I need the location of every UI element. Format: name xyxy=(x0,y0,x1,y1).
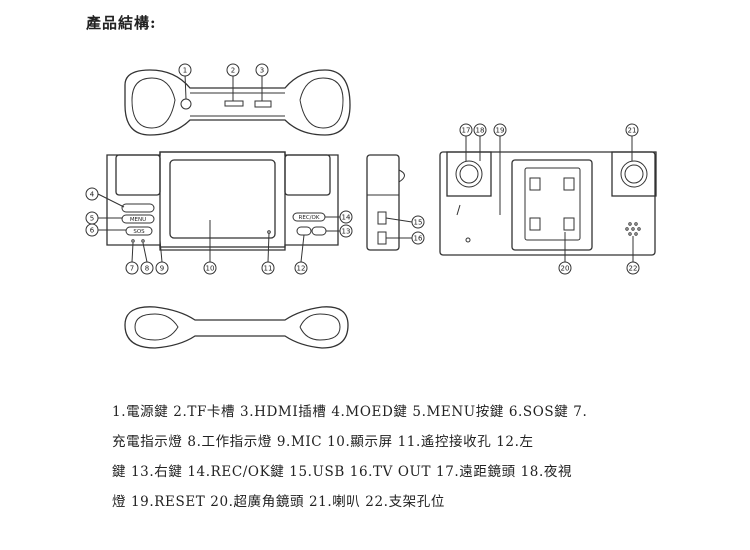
svg-text:10: 10 xyxy=(206,265,215,273)
callout-20: 20 xyxy=(558,261,572,275)
svg-text:14: 14 xyxy=(342,214,351,222)
rec-ok-button-label: REC/OK xyxy=(299,215,320,221)
callout-19: 19 xyxy=(493,123,507,137)
svg-text:19: 19 xyxy=(496,127,505,135)
callout-10: 10 xyxy=(203,261,217,275)
svg-text:11: 11 xyxy=(264,265,273,273)
svg-text:20: 20 xyxy=(561,265,570,273)
callout-2: 2 xyxy=(226,63,240,77)
callout-7: 7 xyxy=(125,261,139,275)
display-screen xyxy=(169,159,276,239)
svg-text:3: 3 xyxy=(260,67,264,75)
svg-text:13: 13 xyxy=(342,228,351,236)
legend-line: 1.電源鍵 2.TF卡槽 3.HDMI插槽 4.MOED鍵 5.MENU按鍵 6… xyxy=(112,397,652,427)
bottom-view xyxy=(124,306,349,349)
callout-17: 17 xyxy=(459,123,473,137)
usb-port xyxy=(377,211,387,225)
tf-slot-top xyxy=(224,100,244,107)
tv-out-port xyxy=(377,231,387,245)
callout-1: 1 xyxy=(178,63,192,77)
callout-4: 4 xyxy=(85,187,99,201)
callout-13: 13 xyxy=(339,224,353,238)
page-title: 產品結構: xyxy=(86,14,157,32)
legend-text: 充電指示燈 8.工作指示燈 9.MIC 10.顯示屏 11.遙控接收孔 12.左 xyxy=(112,434,534,450)
legend-line: 充電指示燈 8.工作指示燈 9.MIC 10.顯示屏 11.遙控接收孔 12.左 xyxy=(112,427,652,457)
callout-15: 15 xyxy=(411,215,425,229)
legend-line: 鍵 13.右鍵 14.REC/OK鍵 15.USB 16.TV OUT 17.遠… xyxy=(112,457,652,487)
svg-text:4: 4 xyxy=(90,191,95,199)
sos-button-label: SOS xyxy=(133,229,145,235)
svg-text:5: 5 xyxy=(90,215,94,223)
product-structure-diagram: MENU SOS REC/OK xyxy=(85,63,657,349)
callout-5: 5 xyxy=(85,211,99,225)
back-view xyxy=(439,136,657,262)
callout-6: 6 xyxy=(85,223,99,237)
parts-legend: 1.電源鍵 2.TF卡槽 3.HDMI插槽 4.MOED鍵 5.MENU按鍵 6… xyxy=(112,397,652,517)
sos-button xyxy=(125,226,153,236)
callout-22: 22 xyxy=(626,261,640,275)
svg-text:16: 16 xyxy=(414,235,423,243)
callout-21: 21 xyxy=(625,123,639,137)
svg-text:21: 21 xyxy=(628,127,637,135)
callout-16: 16 xyxy=(411,231,425,245)
svg-text:22: 22 xyxy=(629,265,638,273)
svg-text:2: 2 xyxy=(231,67,235,75)
top-view xyxy=(124,69,351,136)
callout-14: 14 xyxy=(339,210,353,224)
callout-12: 12 xyxy=(294,261,308,275)
svg-text:17: 17 xyxy=(462,127,471,135)
svg-text:7: 7 xyxy=(130,265,134,273)
legend-text: 鍵 13.右鍵 14.REC/OK鍵 15.USB 16.TV OUT 17.遠… xyxy=(112,464,573,480)
callout-3: 3 xyxy=(255,63,269,77)
legend-text: 燈 19.RESET 20.超廣角鏡頭 21.喇叭 22.支架孔位 xyxy=(112,494,445,510)
svg-text:6: 6 xyxy=(90,227,95,235)
telephoto-lens xyxy=(455,160,483,188)
mount-plate xyxy=(511,159,593,251)
svg-text:18: 18 xyxy=(476,127,485,135)
callout-18: 18 xyxy=(473,123,487,137)
menu-button xyxy=(121,214,155,224)
power-button-top xyxy=(180,98,192,110)
mode-button xyxy=(121,203,155,213)
svg-text:9: 9 xyxy=(160,265,164,273)
svg-text:12: 12 xyxy=(297,265,306,273)
wide-angle-lens xyxy=(620,160,648,188)
front-view: MENU SOS REC/OK xyxy=(97,151,340,263)
left-button xyxy=(296,226,312,236)
svg-text:1: 1 xyxy=(183,67,187,75)
svg-text:15: 15 xyxy=(414,219,423,227)
callout-8: 8 xyxy=(140,261,154,275)
legend-line: 燈 19.RESET 20.超廣角鏡頭 21.喇叭 22.支架孔位 xyxy=(112,487,652,517)
callout-9: 9 xyxy=(155,261,169,275)
side-view xyxy=(366,154,413,251)
hdmi-slot-top xyxy=(254,100,272,108)
right-button xyxy=(311,226,327,236)
callout-11: 11 xyxy=(261,261,275,275)
menu-button-label: MENU xyxy=(130,217,146,223)
svg-text:8: 8 xyxy=(145,265,149,273)
legend-text: 1.電源鍵 2.TF卡槽 3.HDMI插槽 4.MOED鍵 5.MENU按鍵 6… xyxy=(112,404,588,420)
